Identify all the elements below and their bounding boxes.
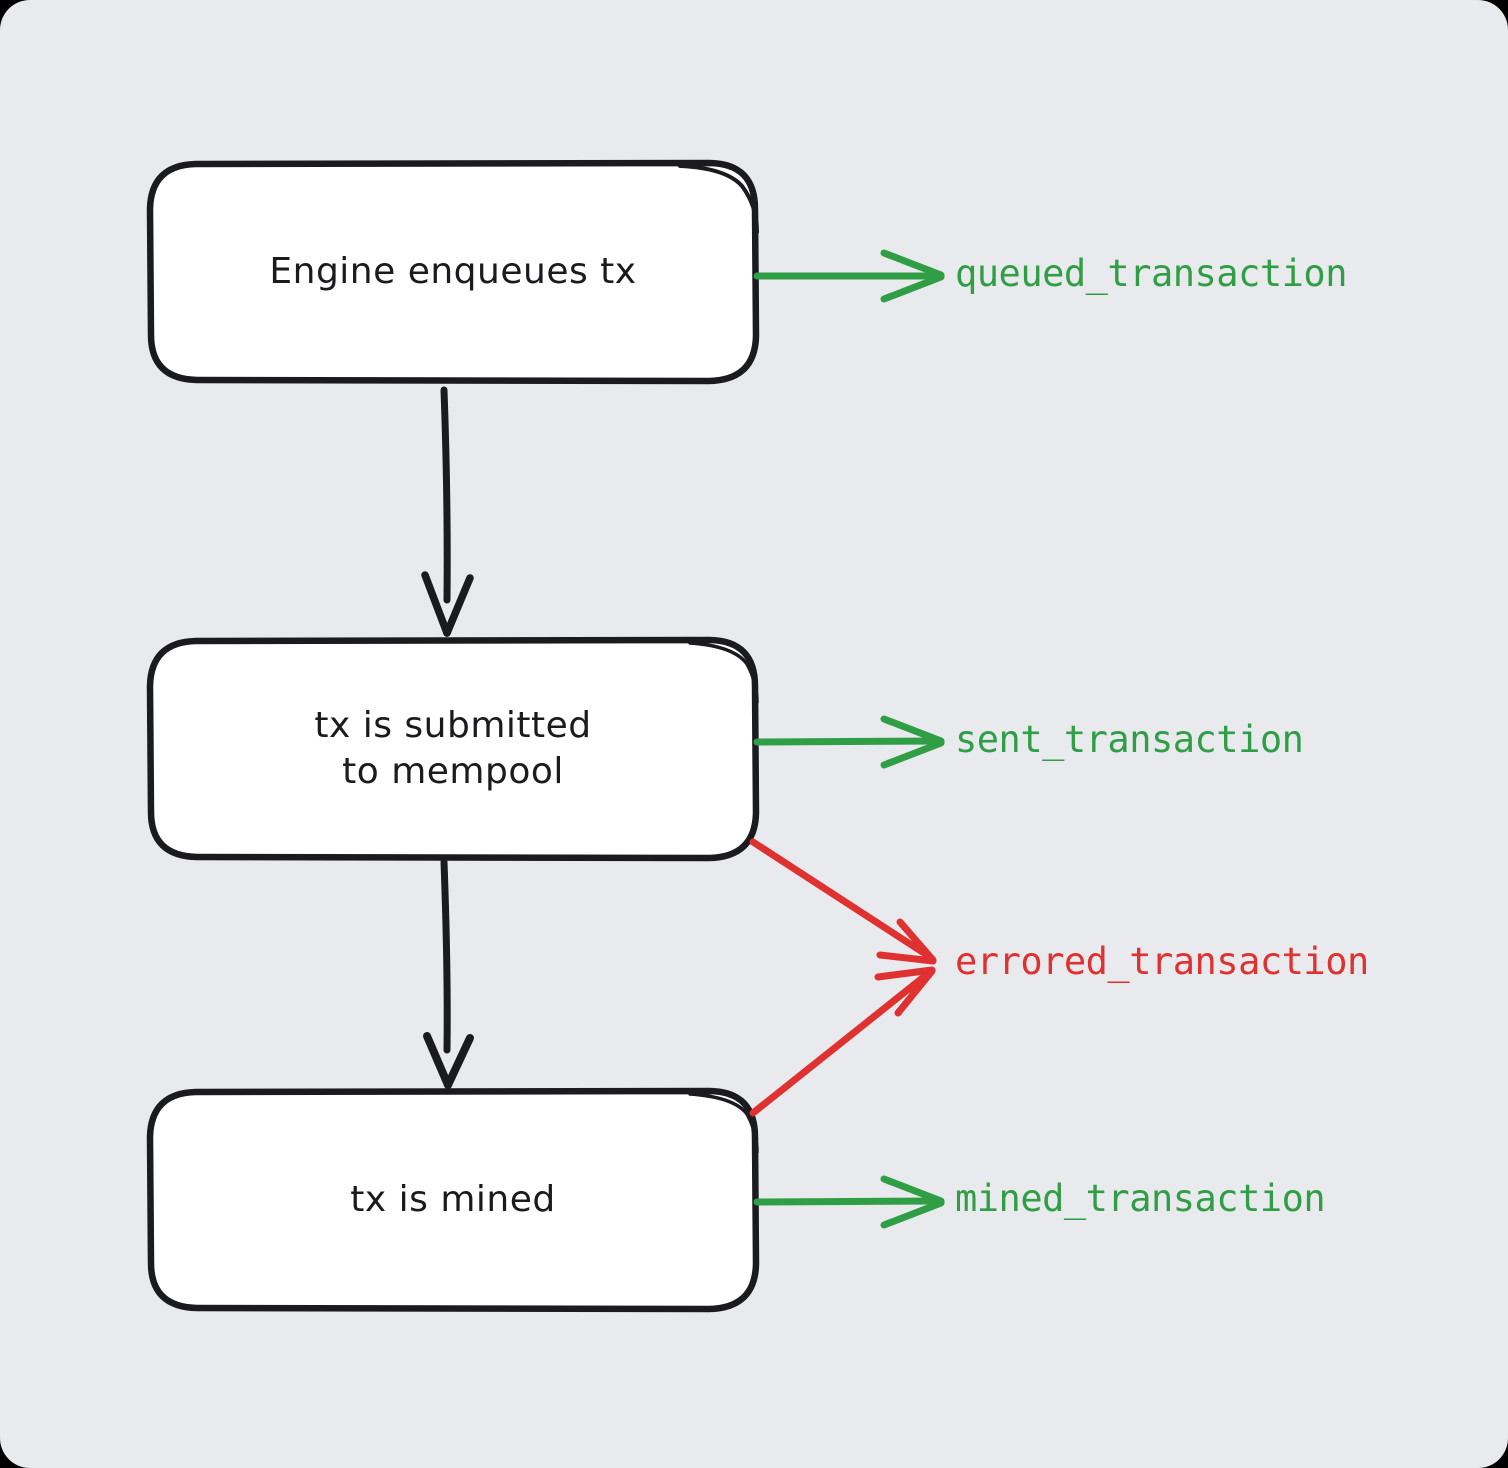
node-tx-is-mined[interactable]: [146, 1087, 760, 1313]
edge-errored-from-submitted: [749, 838, 937, 965]
node-box-outline: [146, 1087, 760, 1313]
edge-errored-from-mined: [749, 966, 936, 1117]
flow-arrow-enqueued-to-submitted: [421, 386, 474, 637]
event-label-queued-transaction: queued_transaction: [955, 252, 1347, 295]
edge-mined-transaction: [753, 1175, 945, 1229]
edge-sent-transaction: [753, 715, 945, 769]
event-label-mined-transaction: mined_transaction: [955, 1177, 1326, 1220]
node-box-outline-sketch: [688, 641, 759, 704]
node-box-outline: [146, 636, 760, 862]
edge-queued-transaction: [753, 249, 945, 303]
node-tx-submitted-mempool[interactable]: [146, 636, 760, 862]
node-engine-enqueues-tx[interactable]: [146, 159, 760, 385]
node-box-outline-sketch: [688, 1092, 759, 1154]
node-box-outline: [146, 159, 760, 385]
node-box-outline-sketch: [678, 164, 759, 234]
event-label-sent-transaction: sent_transaction: [955, 718, 1304, 761]
event-label-errored-transaction: errored_transaction: [955, 940, 1369, 983]
flow-arrow-submitted-to-mined: [423, 858, 474, 1089]
